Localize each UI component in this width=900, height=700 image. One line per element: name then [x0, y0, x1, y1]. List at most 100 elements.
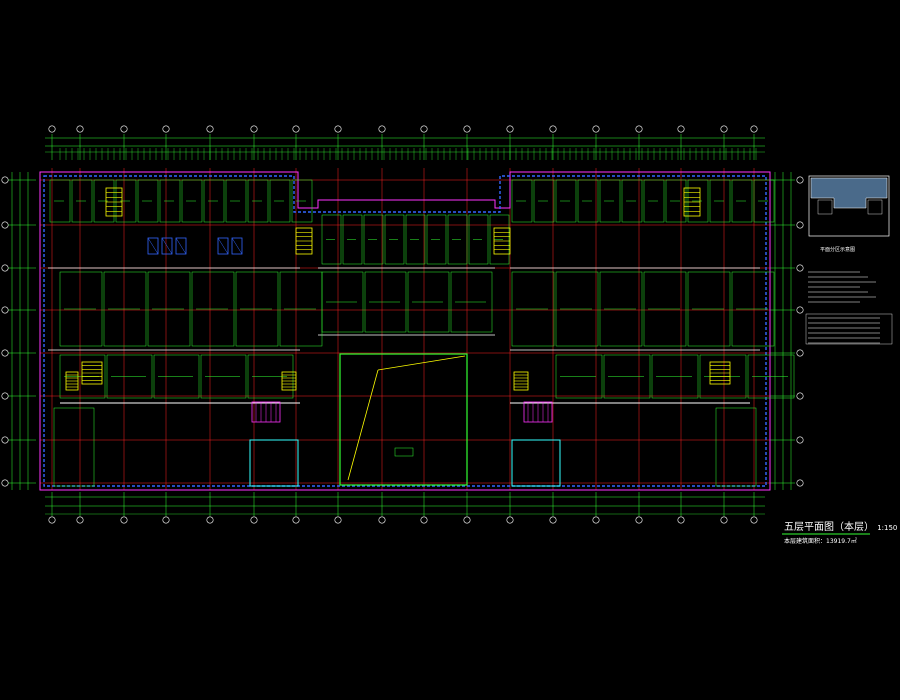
axis-bubble-bottom: [48, 516, 56, 524]
room-outline: [225, 179, 247, 223]
room-outline: [577, 179, 599, 223]
axis-bubble-bottom: [334, 516, 342, 524]
room-outline: [147, 271, 191, 347]
key-plan-hatch: [810, 177, 888, 209]
axis-bubble-top: [420, 125, 428, 133]
drawing-scale: 1:150: [877, 524, 898, 532]
axis-bubble-top: [76, 125, 84, 133]
axis-bubble-bottom: [162, 516, 170, 524]
axis-bubble-bottom: [76, 516, 84, 524]
axis-bubble-left: [1, 479, 9, 487]
room-outline: [687, 271, 731, 347]
axis-bubble-bottom: [206, 516, 214, 524]
axis-bubble-bottom: [463, 516, 471, 524]
room-outline: [747, 354, 795, 399]
axis-bubble-top: [463, 125, 471, 133]
room-outline: [555, 179, 577, 223]
room-outline: [71, 179, 93, 223]
elevator-car: [231, 237, 243, 255]
cyan-room: [511, 439, 561, 487]
room-outline: [321, 214, 342, 265]
elevator-cross: [231, 237, 243, 255]
room-outline: [247, 354, 294, 399]
axis-bubble-left: [1, 436, 9, 444]
room-outline: [153, 354, 200, 399]
area-line: 本层建筑面积：13919.7㎡: [784, 538, 897, 546]
room-outline: [49, 179, 71, 223]
key-plan-wing: [867, 199, 883, 215]
room-outline: [731, 179, 753, 223]
room-partitions: [49, 179, 795, 487]
axis-bubble-top: [162, 125, 170, 133]
axis-bubble-bottom: [720, 516, 728, 524]
stair-cores: [65, 187, 731, 423]
room-outline: [115, 179, 137, 223]
axis-bubble-top: [48, 125, 56, 133]
room-outline: [489, 214, 510, 265]
room-outline: [269, 179, 291, 223]
drawing-title: 五层平面图（本层）: [784, 522, 874, 533]
exterior-walls: [39, 171, 771, 491]
room-outline: [137, 179, 159, 223]
room-outline: [533, 179, 555, 223]
axis-bubble-top: [206, 125, 214, 133]
room-outline: [103, 271, 147, 347]
axis-bubble-bottom: [750, 516, 758, 524]
atrium-label-box: [394, 447, 414, 457]
axis-bubble-right: [796, 264, 804, 272]
elevator-car: [175, 237, 187, 255]
axis-bubble-top: [592, 125, 600, 133]
axis-bubble-bottom: [592, 516, 600, 524]
room-outline: [342, 214, 363, 265]
room-outline: [699, 354, 747, 399]
room-outline: [468, 214, 489, 265]
axis-bubble-bottom: [677, 516, 685, 524]
axis-bubble-top: [334, 125, 342, 133]
elevator-cross: [217, 237, 229, 255]
axis-bubble-left: [1, 176, 9, 184]
axis-bubble-top: [549, 125, 557, 133]
legend-frame: [805, 313, 893, 345]
axis-bubble-top: [292, 125, 300, 133]
axis-bubble-right: [796, 349, 804, 357]
room-outline: [181, 179, 203, 223]
elevator-car: [147, 237, 159, 255]
room-outline: [291, 179, 313, 223]
room-outline: [203, 179, 225, 223]
axis-bubble-bottom: [120, 516, 128, 524]
elevator-car: [217, 237, 229, 255]
room-outline: [364, 271, 407, 333]
building-outline: [39, 171, 771, 491]
general-notes: [782, 271, 893, 535]
axis-bubble-bottom: [292, 516, 300, 524]
drawing-title-block: 五层平面图（本层） 1:150 本层建筑面积：13919.7㎡: [784, 522, 897, 546]
axis-bubble-top: [750, 125, 758, 133]
axis-bubble-bottom: [420, 516, 428, 524]
room-outline: [59, 271, 103, 347]
elevator-cross: [175, 237, 187, 255]
room-outline: [621, 179, 643, 223]
key-plan-wing: [817, 199, 833, 215]
axis-bubble-left: [1, 264, 9, 272]
axis-bubble-top: [378, 125, 386, 133]
room-outline: [643, 179, 665, 223]
axis-bubble-top: [720, 125, 728, 133]
drawing-title-line: 五层平面图（本层） 1:150: [784, 522, 897, 534]
axis-bubble-top: [506, 125, 514, 133]
dimension-lines: [8, 134, 795, 516]
room-outline: [731, 271, 775, 347]
central-atrium: [339, 353, 468, 486]
cyan-room: [249, 439, 299, 487]
room-outline: [599, 271, 643, 347]
room-outline: [511, 179, 533, 223]
room-outline: [53, 407, 95, 487]
room-outline: [555, 271, 599, 347]
atrium-line: [347, 369, 379, 481]
axis-bubble-right: [796, 392, 804, 400]
room-outline: [603, 354, 651, 399]
room-outline: [709, 179, 731, 223]
key-plan: [808, 175, 890, 237]
area-value: 13919.7㎡: [826, 538, 857, 545]
room-outline: [159, 179, 181, 223]
room-outline: [191, 271, 235, 347]
